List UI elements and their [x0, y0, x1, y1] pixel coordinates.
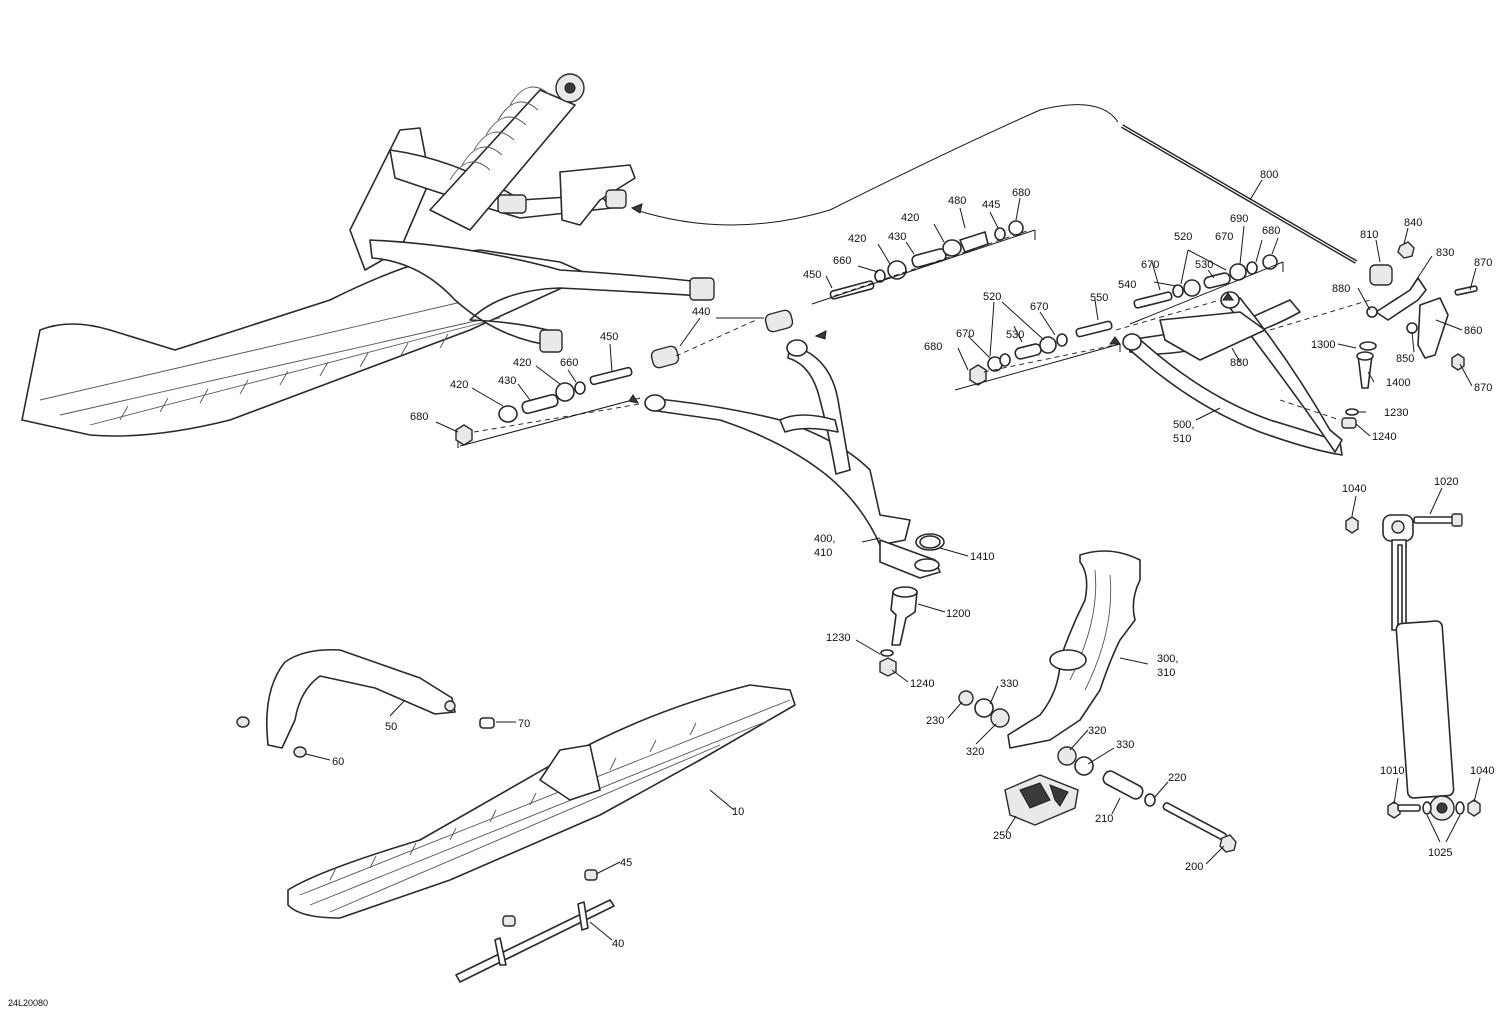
ski-leg: [1007, 550, 1141, 749]
ski-bumper-250: [1004, 774, 1079, 826]
callout-420-b: 420: [513, 357, 531, 369]
callout-410: 410: [814, 547, 832, 559]
callout-210: 210: [1095, 813, 1113, 825]
callout-1240-a: 1240: [910, 678, 934, 690]
callout-510: 510: [1173, 433, 1191, 445]
callout-530-b: 530: [1006, 329, 1024, 341]
callout-670-a: 670: [1141, 259, 1159, 271]
ski: [287, 684, 796, 919]
callout-1400: 1400: [1386, 377, 1410, 389]
callout-10: 10: [732, 806, 744, 818]
callout-660-b: 660: [833, 255, 851, 267]
tie-rod: [1120, 124, 1358, 264]
callout-330-a: 330: [1000, 678, 1018, 690]
callout-1230-b: 1230: [1384, 407, 1408, 419]
callout-550: 550: [1090, 292, 1108, 304]
callout-70: 70: [518, 718, 530, 730]
callout-420-a: 420: [450, 379, 468, 391]
callout-430-a: 430: [498, 375, 516, 387]
diagram-reference-code: 24L20080: [8, 998, 48, 1008]
callout-1300: 1300: [1311, 339, 1335, 351]
callout-520-b: 520: [983, 291, 1001, 303]
callout-420-d: 420: [901, 212, 919, 224]
callout-320-b: 320: [1088, 725, 1106, 737]
callout-1040-b: 1040: [1470, 765, 1494, 777]
callout-230: 230: [926, 715, 944, 727]
callout-1410: 1410: [970, 551, 994, 563]
callout-870-b: 870: [1474, 382, 1492, 394]
ski-runner: [455, 899, 615, 983]
callout-220: 220: [1168, 772, 1186, 784]
assembly-leader-line: [635, 104, 1119, 226]
callout-45: 45: [620, 857, 632, 869]
lower-a-arm: [644, 339, 945, 579]
callout-330-b: 330: [1116, 739, 1134, 751]
callout-400: 400,: [814, 533, 835, 545]
callout-840: 840: [1404, 217, 1422, 229]
callout-1230-a: 1230: [826, 632, 850, 644]
callout-540: 540: [1118, 279, 1136, 291]
leader-lines: [305, 179, 1481, 941]
hardware: [236, 220, 1481, 927]
callout-300: 300,: [1157, 653, 1178, 665]
callout-420-c: 420: [848, 233, 866, 245]
callout-850: 850: [1396, 353, 1414, 365]
callout-1010: 1010: [1380, 765, 1404, 777]
callout-670-c: 670: [1030, 301, 1048, 313]
callout-1040-a: 1040: [1342, 483, 1366, 495]
callout-880-b: 880: [1230, 357, 1248, 369]
callout-810: 810: [1360, 229, 1378, 241]
callout-680-c: 680: [1262, 225, 1280, 237]
callout-250: 250: [993, 830, 1011, 842]
upper-a-arm: [1122, 291, 1343, 456]
callout-870-a: 870: [1474, 257, 1492, 269]
callout-60: 60: [332, 756, 344, 768]
callout-440: 440: [692, 306, 710, 318]
callout-800: 800: [1260, 169, 1278, 181]
callout-880-a: 880: [1332, 283, 1350, 295]
callout-860: 860: [1464, 325, 1482, 337]
callout-530-a: 530: [1195, 259, 1213, 271]
callout-450-b: 450: [803, 269, 821, 281]
callout-520-a: 520: [1174, 231, 1192, 243]
callout-830: 830: [1436, 247, 1454, 259]
ski-handle: [265, 648, 456, 749]
callout-1240-b: 1240: [1372, 431, 1396, 443]
callout-310: 310: [1157, 667, 1175, 679]
callout-680-d: 680: [924, 341, 942, 353]
callout-40: 40: [612, 938, 624, 950]
assembled-suspension-view: [21, 73, 715, 437]
callout-680-b: 680: [1012, 187, 1030, 199]
callout-480: 480: [948, 195, 966, 207]
callout-430-b: 430: [888, 231, 906, 243]
callout-690: 690: [1230, 213, 1248, 225]
callout-1200: 1200: [946, 608, 970, 620]
callout-320-a: 320: [966, 746, 984, 758]
callout-labels: 10 40 45 50 60 70 200 210 220 230 250 30…: [8, 169, 1494, 1008]
callout-660-a: 660: [560, 357, 578, 369]
callout-50: 50: [385, 721, 397, 733]
callout-670-b: 670: [1215, 231, 1233, 243]
callout-500: 500,: [1173, 419, 1194, 431]
callout-450-a: 450: [600, 331, 618, 343]
shock-absorber: [1382, 514, 1455, 821]
callout-670-d: 670: [956, 328, 974, 340]
callout-1020: 1020: [1434, 476, 1458, 488]
callout-1025: 1025: [1428, 847, 1452, 859]
callout-680-a: 680: [410, 411, 428, 423]
assembly-lines: [457, 229, 1371, 448]
callout-200: 200: [1185, 861, 1203, 873]
callout-445: 445: [982, 199, 1000, 211]
